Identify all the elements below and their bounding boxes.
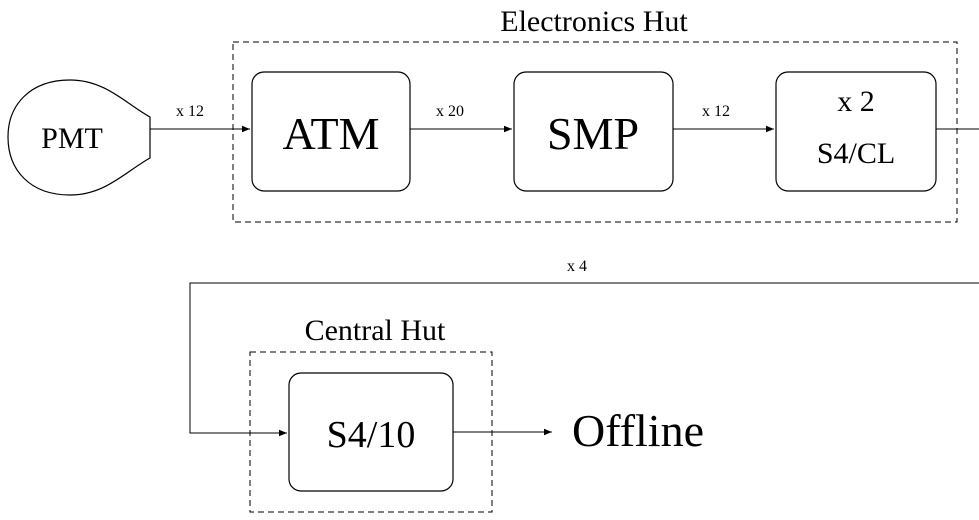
pmt-bulb bbox=[7, 79, 151, 196]
smp-label: SMP bbox=[547, 108, 639, 159]
s4cl-multiplicity: x 2 bbox=[837, 85, 875, 118]
atm-label: ATM bbox=[282, 108, 379, 159]
s4cl-to-s410-multiplicity: x 4 bbox=[567, 258, 587, 275]
electronics-hut-label: Electronics Hut bbox=[500, 5, 688, 38]
s4cl-label: S4/CL bbox=[817, 137, 895, 170]
s410-label: S4/10 bbox=[327, 414, 416, 456]
atm-to-smp-multiplicity: x 20 bbox=[436, 103, 464, 120]
s4cl-block bbox=[775, 71, 937, 192]
smp-block bbox=[513, 71, 674, 192]
pmt-to-atm-multiplicity: x 12 bbox=[176, 103, 204, 120]
smp-to-s4cl-multiplicity: x 12 bbox=[702, 103, 730, 120]
pmt-label: PMT bbox=[41, 122, 103, 155]
s4cl-to-s410-path bbox=[189, 282, 979, 437]
electronics-hut-boundary bbox=[232, 41, 958, 223]
central-hut-label: Central Hut bbox=[305, 314, 446, 347]
offline-label: Offline bbox=[572, 405, 704, 456]
atm-block bbox=[251, 71, 411, 192]
